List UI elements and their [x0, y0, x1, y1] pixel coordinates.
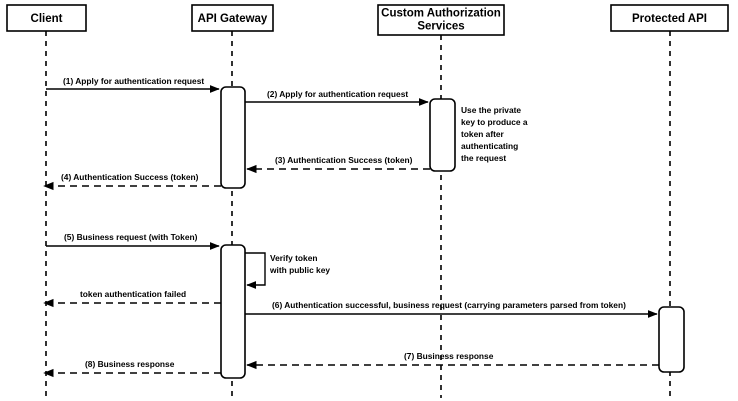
message-2[interactable]: (2) Apply for authentication request — [245, 89, 429, 106]
message-4-label: (4) Authentication Success (token) — [61, 172, 199, 182]
message-self-verify-token-arrow — [245, 252, 266, 289]
message-8[interactable]: (8) Business response — [43, 359, 221, 378]
message-7[interactable]: (7) Business response — [246, 351, 659, 370]
note-private-key: Use the private key to produce a token a… — [461, 105, 528, 163]
note-private-key-line-4: authenticating — [461, 141, 518, 151]
message-3-label: (3) Authentication Success (token) — [275, 155, 413, 165]
activation-bar-protected-api[interactable] — [658, 306, 685, 373]
message-8-label: (8) Business response — [85, 359, 175, 369]
participant-label-custom-auth-line2: Services — [417, 21, 464, 33]
message-self-verify-token[interactable]: Verify token with public key — [245, 252, 330, 289]
participant-box-client[interactable] — [6, 4, 87, 32]
note-private-key-line-3: token after — [461, 129, 505, 139]
activation-bar-api-gateway-business[interactable] — [220, 244, 246, 379]
message-1[interactable]: (1) Apply for authentication request — [46, 76, 220, 93]
participant-box-custom-auth[interactable] — [377, 4, 505, 36]
message-5-label: (5) Business request (with Token) — [64, 232, 198, 242]
message-self-verify-token-label-line2: with public key — [269, 265, 330, 275]
message-self-verify-token-label-line1: Verify token — [270, 253, 317, 263]
message-6[interactable]: (6) Authentication successful, business … — [245, 300, 658, 318]
participant-label-client: Client — [31, 13, 63, 25]
participant-client[interactable]: Client — [6, 4, 87, 32]
message-5[interactable]: (5) Business request (with Token) — [46, 232, 220, 250]
note-private-key-line-5: the request — [461, 153, 506, 163]
lifelines-group — [45, 31, 671, 398]
participant-protected-api[interactable]: Protected API — [610, 4, 729, 32]
participant-label-protected-api: Protected API — [632, 13, 707, 25]
activation-bars-group — [220, 86, 685, 379]
note-private-key-line-2: key to produce a — [461, 117, 528, 127]
activation-bar-custom-auth[interactable] — [429, 98, 456, 172]
message-6-label: (6) Authentication successful, business … — [272, 300, 626, 310]
participant-box-protected-api[interactable] — [610, 4, 729, 32]
participant-box-api-gateway[interactable] — [191, 4, 274, 32]
participant-api-gateway[interactable]: API Gateway — [191, 4, 274, 32]
message-4[interactable]: (4) Authentication Success (token) — [43, 172, 221, 191]
message-3[interactable]: (3) Authentication Success (token) — [246, 155, 430, 174]
message-2-label: (2) Apply for authentication request — [267, 89, 408, 99]
activation-bar-api-gateway-auth[interactable] — [220, 86, 246, 189]
message-token-authentication-failed[interactable]: token authentication failed — [43, 289, 221, 308]
message-token-authentication-failed-label: token authentication failed — [80, 289, 186, 299]
message-7-label: (7) Business response — [404, 351, 494, 361]
participant-label-api-gateway: API Gateway — [198, 13, 268, 25]
note-private-key-line-1: Use the private — [461, 105, 521, 115]
message-1-label: (1) Apply for authentication request — [63, 76, 204, 86]
participant-label-custom-auth-line1: Custom Authorization — [381, 8, 501, 20]
participant-custom-auth[interactable]: Custom Authorization Services — [377, 4, 505, 36]
